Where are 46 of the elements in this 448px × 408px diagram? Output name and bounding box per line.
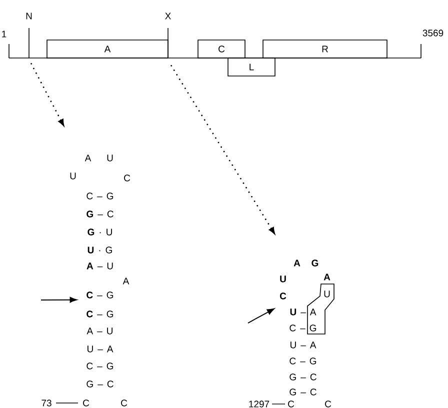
- base-pair: C – G: [86, 310, 114, 318]
- gene-box: R: [262, 40, 388, 58]
- arrow: [248, 308, 274, 324]
- base-pair: C – G: [290, 324, 316, 332]
- base-pair: C – G: [86, 192, 114, 200]
- site-label: N: [26, 12, 32, 20]
- nucleotide: C: [124, 174, 130, 182]
- position-label: 1297: [249, 400, 286, 408]
- base-pair: G – C: [290, 374, 316, 380]
- nucleotide: C: [280, 292, 286, 300]
- gene-box: A: [46, 40, 168, 58]
- nucleotide: U: [70, 172, 76, 180]
- nucleotide: C: [288, 400, 294, 408]
- site-label: X: [165, 12, 171, 20]
- arrow: [30, 62, 64, 126]
- base-pair: U – A: [290, 308, 316, 316]
- base-pair: C – G: [86, 362, 114, 370]
- base-pair: U – A: [290, 342, 316, 348]
- nucleotide: U: [324, 290, 330, 298]
- nucleotide: A: [122, 278, 130, 284]
- arrow: [170, 64, 275, 234]
- position-label: 73: [42, 400, 78, 406]
- nucleotide: U: [107, 154, 113, 162]
- position-label: 3569: [422, 30, 444, 36]
- nucleotide: C: [83, 400, 90, 406]
- gene-box: L: [228, 58, 276, 76]
- arrow: [40, 296, 78, 303]
- base-pair: U – A: [88, 346, 114, 352]
- nucleotide: G: [312, 260, 318, 266]
- nucleotide: C: [121, 400, 128, 406]
- base-pair: U · G: [88, 246, 112, 254]
- base-pair: C – G: [290, 358, 316, 364]
- base-pair: G – C: [86, 380, 114, 388]
- base-pair: C – G: [86, 292, 114, 298]
- base-pair: A – U: [86, 328, 112, 334]
- nucleotide: U: [280, 276, 286, 282]
- nucleotide: A: [294, 260, 300, 266]
- nucleotide: A: [84, 154, 92, 162]
- base-pair: A – U: [86, 262, 113, 270]
- nucleotide: C: [325, 400, 332, 408]
- position-label: 1: [2, 30, 6, 38]
- base-pair: G – C: [290, 388, 316, 396]
- base-pair: G · U: [88, 228, 112, 236]
- gene-box: C: [198, 40, 246, 58]
- base-pair: G – C: [86, 210, 114, 218]
- nucleotide: A: [324, 274, 330, 280]
